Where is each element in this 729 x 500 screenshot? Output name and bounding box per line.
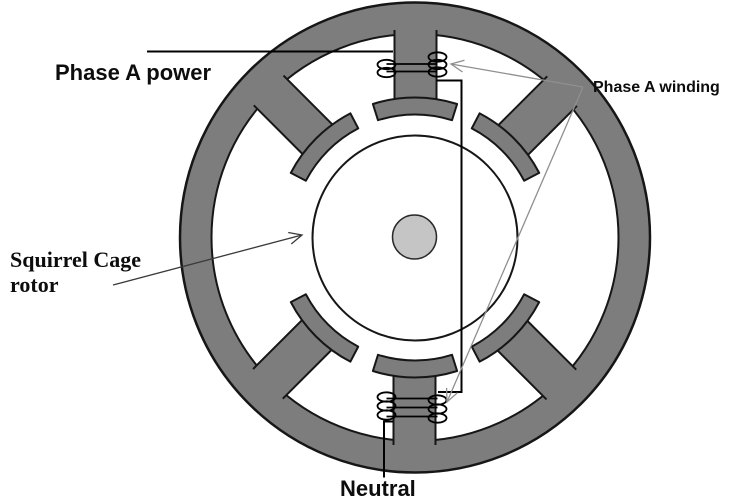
rotor-arrow-head [288, 231, 304, 245]
winding-arrow-bottom-line [446, 86, 584, 403]
neutral-wire [383, 420, 393, 478]
squirrel-cage-label-line1: Squirrel Cage [10, 247, 141, 272]
rotor-arrow [112, 231, 304, 286]
annotation-arrows [445, 59, 584, 404]
squirrel-cage-label-line2: rotor [10, 272, 59, 297]
rotor-arrow-line [112, 234, 303, 286]
phase-a-winding-label: Phase A winding [593, 79, 720, 96]
neutral-label: Neutral [340, 476, 416, 500]
winding-arrow-bottom-head [445, 387, 458, 404]
phase-a-coil-bottom [376, 391, 448, 424]
winding-arrow-top-head [449, 59, 465, 73]
phase-a-power-label: Phase A power [55, 60, 212, 85]
winding-circuit-wires [147, 50, 463, 478]
phase-a-coil-top [376, 51, 448, 79]
series-return-wire [436, 79, 463, 393]
winding-arrow-top-line [450, 63, 584, 88]
shaft-circle [391, 214, 438, 260]
